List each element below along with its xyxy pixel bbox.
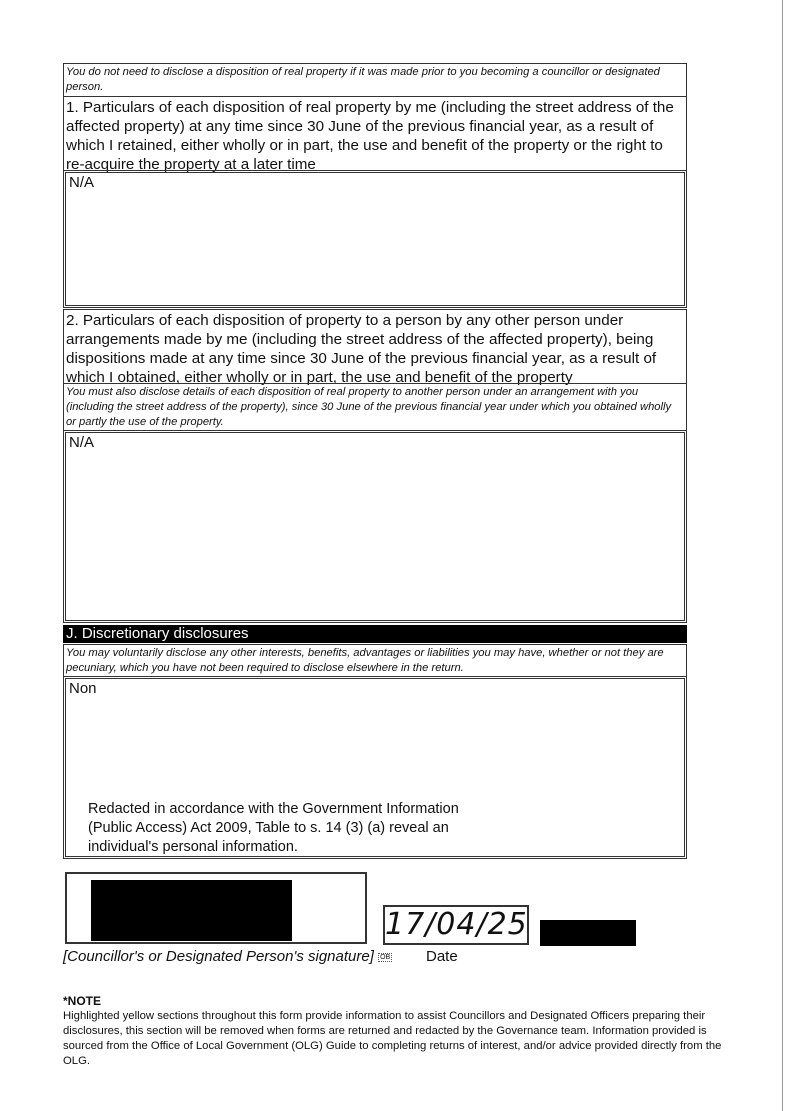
signature-caption: [Councillor's or Designated Person's sig… bbox=[63, 948, 393, 965]
question-1: 1. Particulars of each disposition of re… bbox=[63, 96, 687, 173]
note-body: Highlighted yellow sections throughout t… bbox=[63, 1010, 722, 1067]
redaction-notice: Redacted in accordance with the Governme… bbox=[88, 801, 459, 855]
discretionary-answer: Non bbox=[69, 680, 97, 697]
question-2: 2. Particulars of each disposition of pr… bbox=[63, 309, 687, 386]
scan-edge bbox=[782, 0, 783, 1111]
date-label: Date bbox=[426, 948, 458, 965]
answer-1-field[interactable]: N/A bbox=[63, 170, 687, 308]
signature-caption-text: [Councillor's or Designated Person's sig… bbox=[63, 948, 374, 965]
question-2-note: You must also disclose details of each d… bbox=[63, 383, 687, 431]
section-j-note: You may voluntarily disclose any other i… bbox=[63, 644, 687, 677]
disposition-note: You do not need to disclose a dispositio… bbox=[63, 63, 687, 97]
answer-2-field[interactable]: N/A bbox=[63, 430, 687, 623]
discretionary-field[interactable]: Non bbox=[63, 676, 687, 859]
date-field[interactable]: 17/04/25 bbox=[383, 905, 529, 945]
section-j-header: J. Discretionary disclosures bbox=[63, 625, 687, 643]
signature-box bbox=[65, 872, 367, 944]
ob-mark: OB bbox=[378, 952, 393, 962]
redacted-block bbox=[540, 920, 636, 946]
note-title: *NOTE bbox=[63, 994, 102, 1008]
redacted-signature bbox=[91, 880, 292, 941]
date-value: 17/04/25 bbox=[385, 907, 528, 942]
